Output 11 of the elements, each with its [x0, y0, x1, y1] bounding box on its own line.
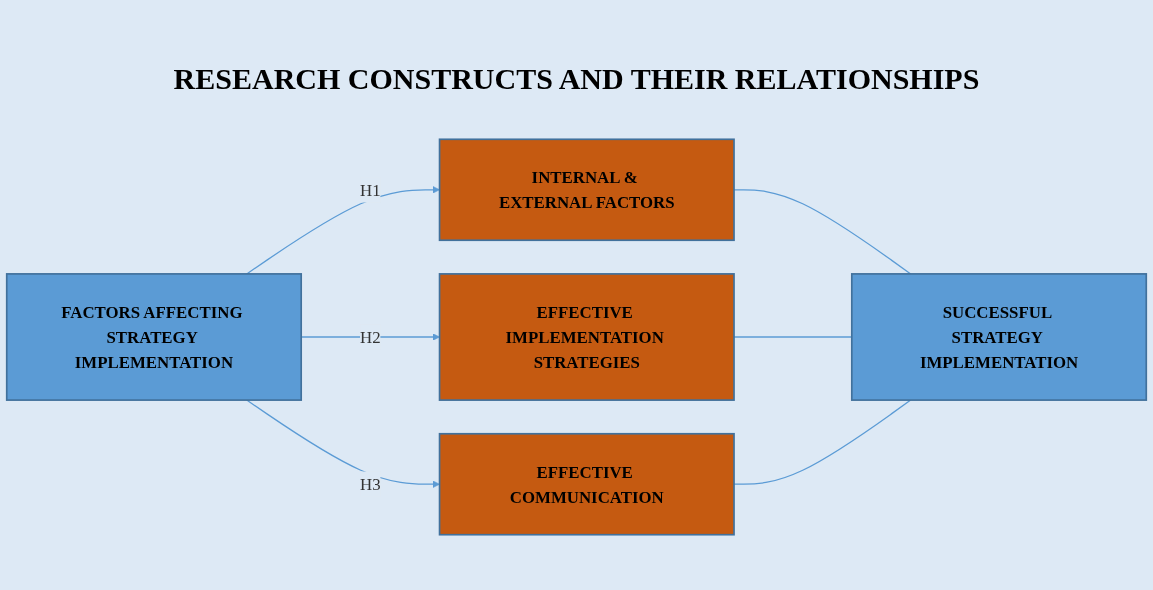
node-box: FACTORS AFFECTING STRATEGY IMPLEMENTATION — [5, 273, 303, 401]
arrow — [246, 186, 440, 275]
arrow — [246, 399, 440, 488]
node-box: SUCCESSFUL STRATEGY IMPLEMENTATION — [850, 273, 1148, 401]
node-box: EFFECTIVE IMPLEMENTATION STRATEGIES — [438, 273, 735, 401]
edge-label: H3 — [360, 474, 381, 494]
edge-label: H1 — [360, 180, 381, 200]
edge-label: H2 — [360, 327, 381, 347]
node-box: EFFECTIVE COMMUNICATION — [438, 432, 735, 536]
diagram-title: RESEARCH CONSTRUCTS AND THEIR RELATIONSHIPS — [172, 61, 981, 97]
node-box: INTERNAL & EXTERNAL FACTORS — [438, 138, 735, 242]
